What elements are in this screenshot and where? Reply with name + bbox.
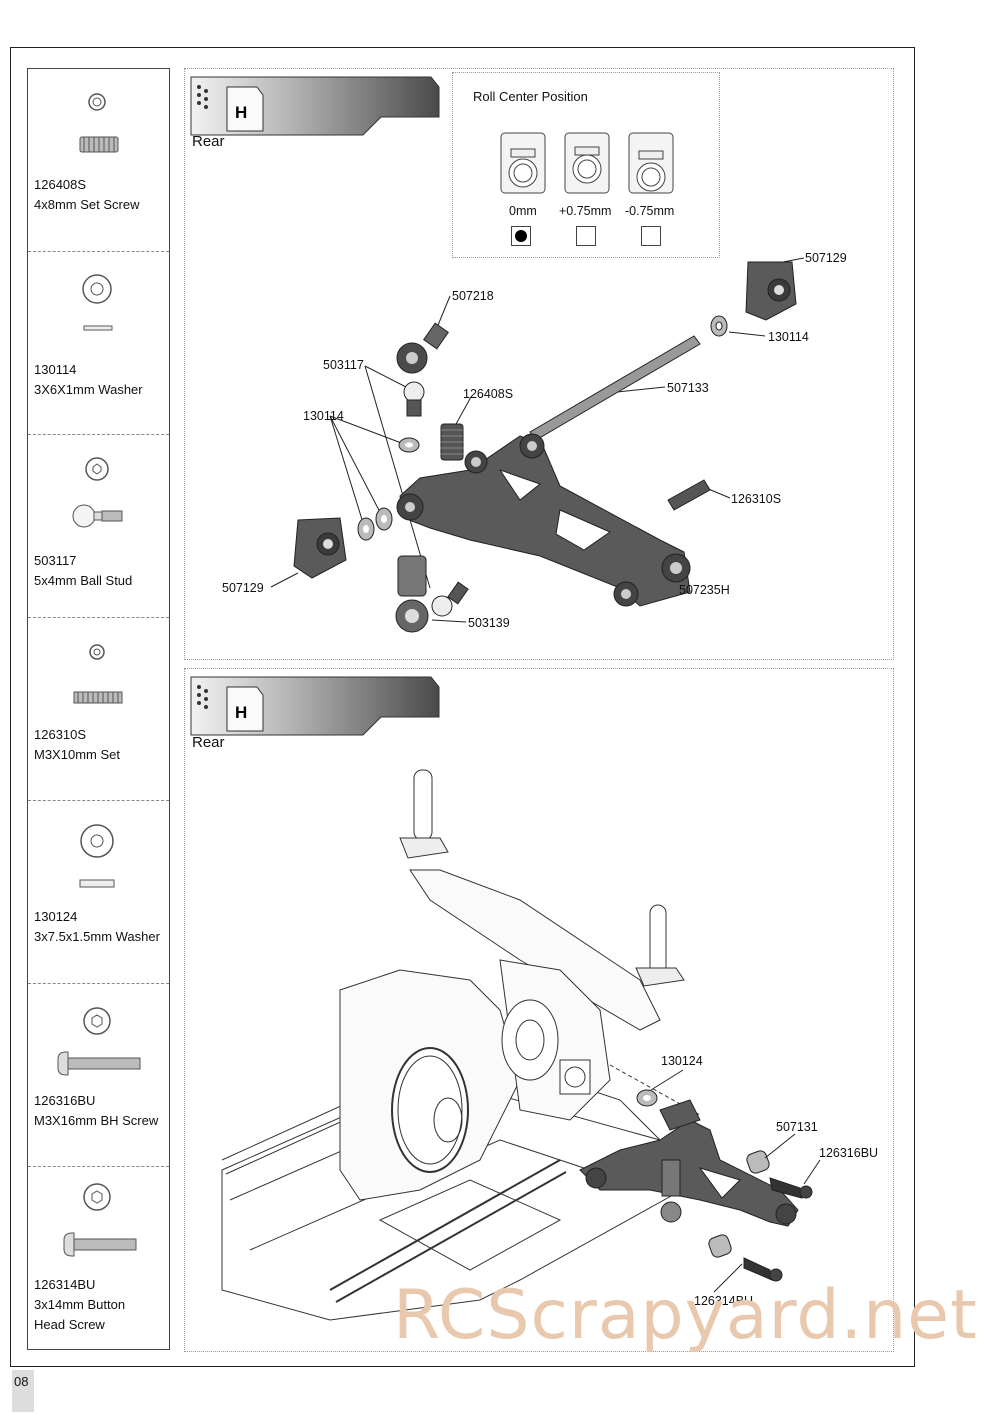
callout-126310S: 126310S	[731, 492, 782, 506]
callout-507131: 507131	[776, 1120, 818, 1134]
step-panel-2: H Rear	[184, 668, 894, 1352]
parts-sidebar: 126408S 4x8mm Set Screw 130114 3X6X1mm W…	[27, 68, 170, 1350]
watermark: RCScrapyard.net	[393, 1276, 978, 1355]
callout-126316BU: 126316BU	[819, 1146, 879, 1160]
rear-label: Rear	[192, 133, 225, 150]
part-code: 126316BU	[34, 1093, 96, 1108]
page-frame	[10, 47, 915, 1367]
roll-block-minus-075	[628, 132, 674, 194]
part-code: 130124	[34, 909, 78, 924]
part-code: 130114	[34, 362, 77, 377]
rod-end-503139	[395, 555, 469, 633]
part-cell-126314BU: 126314BU 3x14mm Button Head Screw	[28, 1167, 169, 1351]
roll-center-blocks	[500, 132, 674, 194]
callout-130124: 130124	[661, 1054, 703, 1068]
set-screw-icon	[73, 644, 123, 704]
pivot-block-507129-left	[293, 517, 347, 579]
rear-label: Rear	[192, 734, 225, 751]
roll-option-label: -0.75mm	[625, 204, 675, 218]
part-cell-503117: 503117 5x4mm Ball Stud	[28, 435, 169, 618]
callout-503139: 503139	[468, 616, 510, 630]
callout-126314BU: 126314BU	[694, 1294, 754, 1308]
step-header-banner: H	[190, 676, 440, 736]
rear-arm-assembly	[579, 1099, 799, 1227]
button-head-screw-icon	[57, 1007, 141, 1076]
part-cell-130114: 130114 3X6X1mm Washer	[28, 252, 169, 435]
callout-507129: 507129	[222, 581, 264, 595]
roll-center-title: Roll Center Position	[473, 89, 588, 104]
washer-icon	[82, 274, 113, 331]
callout-507129: 507129	[805, 251, 847, 265]
step-header-banner: H	[190, 76, 440, 136]
pivot-block-507129-right	[745, 261, 797, 321]
part-name-line2: Head Screw	[34, 1317, 105, 1332]
part-cell-126316BU: 126316BU M3X16mm BH Screw	[28, 984, 169, 1167]
part-code: 126408S	[34, 177, 87, 192]
part-name: 4x8mm Set Screw	[34, 197, 140, 212]
roll-option-checkbox-plus	[576, 226, 596, 246]
part-code: 503117	[34, 553, 77, 568]
suspension-arm-507235H	[396, 433, 691, 607]
part-cell-126408S: 126408S 4x8mm Set Screw	[28, 69, 169, 252]
callout-130114: 130114	[768, 330, 809, 344]
step-panel-1: H Rear	[184, 68, 894, 660]
part-name: 3x14mm Button	[34, 1297, 126, 1312]
part-cell-130124: 130124 3x7.5x1.5mm Washer	[28, 801, 169, 984]
step-letter: H	[235, 703, 247, 722]
callout-507218: 507218	[452, 289, 494, 303]
roll-block-plus-075	[564, 132, 610, 194]
part-name: M3X10mm Set	[34, 747, 120, 762]
selected-dot-icon	[515, 230, 527, 242]
roll-option-checkbox-0mm	[511, 226, 531, 246]
roll-block-0mm	[500, 132, 546, 194]
roll-center-box: Roll Center Position 0mm +0.75mm -0.75mm	[452, 72, 720, 258]
roll-option-checkbox-minus	[641, 226, 661, 246]
part-name: 3x7.5x1.5mm Washer	[34, 929, 160, 944]
part-code: 126314BU	[34, 1277, 96, 1292]
roll-option-label: +0.75mm	[559, 204, 612, 218]
callout-507235H: 507235H	[679, 583, 730, 597]
part-name: 5x4mm Ball Stud	[34, 573, 133, 588]
roll-option-label: 0mm	[509, 204, 537, 218]
ball-stud-icon	[72, 457, 123, 528]
callout-503117: 503117	[323, 358, 364, 372]
button-head-screw-icon	[63, 1183, 137, 1257]
part-code: 126310S	[34, 727, 87, 742]
part-cell-126310S: 126310S M3X10mm Set	[28, 618, 169, 801]
washer-icon	[79, 824, 115, 888]
callout-507133: 507133	[667, 381, 709, 395]
step-letter: H	[235, 103, 247, 122]
callout-130114: 130114	[303, 409, 344, 423]
page-number: 08	[12, 1370, 34, 1412]
part-name: M3X16mm BH Screw	[34, 1113, 159, 1128]
part-name: 3X6X1mm Washer	[34, 382, 143, 397]
set-screw-icon	[79, 93, 119, 153]
rod-end-507218	[396, 322, 449, 374]
callout-126408S: 126408S	[463, 387, 514, 401]
